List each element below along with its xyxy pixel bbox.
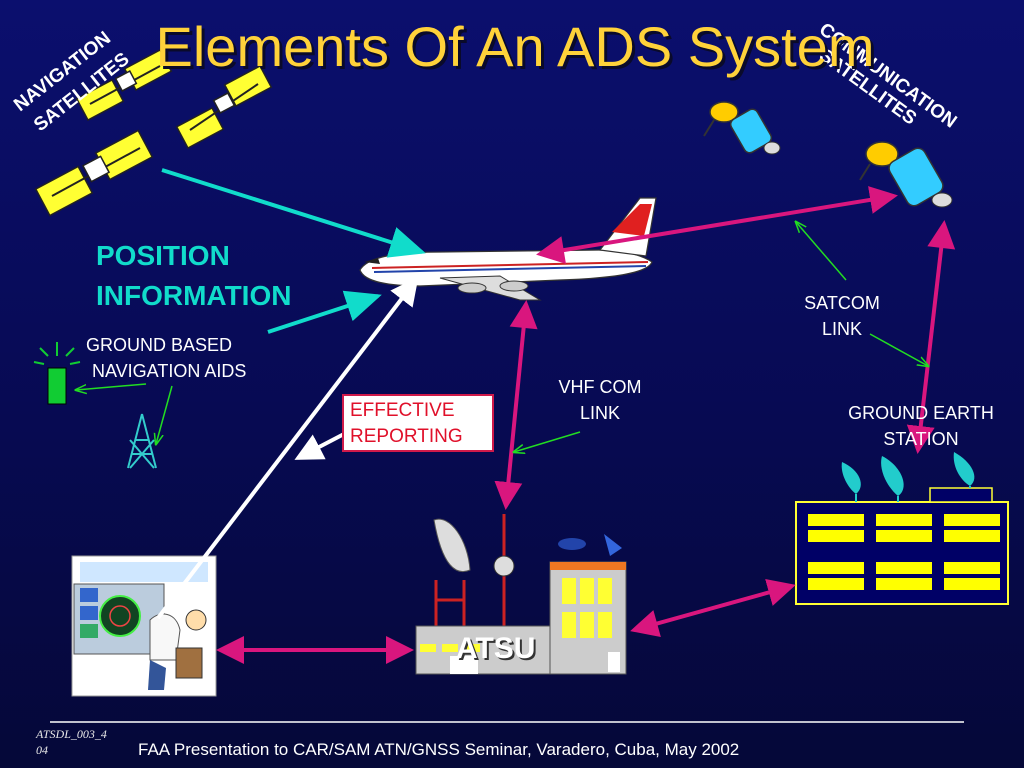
nav-satellite-1-icon: [34, 129, 154, 217]
atsu-ground-station-arrow: [630, 578, 796, 638]
nav-satellite-2-icon: [75, 49, 173, 121]
effective-reporting-box: EFFECTIVE REPORTING: [342, 394, 494, 452]
vhf-link-arrow: [494, 300, 538, 510]
comm-satellite-2-icon: [859, 141, 953, 208]
ground-nav-aids-label: GROUND BASED NAVIGATION AIDS: [72, 332, 302, 384]
position-information-line1: POSITION: [96, 240, 230, 271]
antenna-tower-icon: [127, 413, 157, 469]
position-arrow-from-satellites: [161, 168, 426, 258]
ground-aid-pointer-1: [76, 383, 147, 390]
satellite-ground-station-arrow: [906, 220, 956, 454]
vhf-com-link-line1: VHF COM: [558, 377, 642, 397]
atsu-label: ATSU: [456, 632, 536, 665]
footer-doc-id: ATSDL_003_4 04: [36, 726, 107, 758]
vhf-pointer: [514, 431, 581, 452]
nav-satellite-3-icon: [175, 65, 273, 149]
satcom-pointer-2: [869, 333, 928, 366]
satcom-link-line1: SATCOM: [804, 293, 880, 313]
slide-title: Elements Of An ADS System: [155, 15, 875, 78]
satcom-link-label: SATCOM LINK: [774, 290, 910, 342]
ground-earth-station-icon: [795, 452, 1009, 605]
position-arrow-from-ground-aids: [267, 290, 382, 334]
ground-earth-station-line1: GROUND EARTH: [848, 403, 994, 423]
position-information-label: POSITION INFORMATION: [96, 236, 291, 316]
effective-reporting-line2: REPORTING: [350, 426, 463, 447]
effective-reporting-line1: EFFECTIVE: [350, 400, 455, 421]
report-arrow-to-aircraft: [156, 276, 419, 620]
airplane-icon: [359, 197, 657, 301]
ground-nav-aids-line2: NAVIGATION AIDS: [92, 361, 247, 381]
comm-satellite-1-icon: [703, 101, 781, 155]
ground-earth-station-line2: STATION: [883, 429, 959, 449]
footer-text: FAA Presentation to CAR/SAM ATN/GNSS Sem…: [138, 740, 740, 759]
ground-nav-aids-line1: GROUND BASED: [86, 335, 233, 355]
satcom-link-arrow: [536, 186, 898, 264]
vhf-com-link-line2: LINK: [579, 403, 621, 423]
effective-reporting-arrow: [294, 432, 345, 460]
footer-doc-id-line2: 04: [36, 743, 48, 757]
position-information-line2: INFORMATION: [96, 280, 292, 311]
atsu-building-icon: [415, 514, 627, 675]
ground-earth-station-label: GROUND EARTH STATION: [818, 400, 1024, 452]
ground-aid-pointer-2: [156, 385, 173, 444]
satcom-pointer: [796, 222, 847, 281]
satcom-link-line2: LINK: [821, 319, 863, 339]
control-room-icon: [71, 555, 217, 697]
footer-doc-id-line1: ATSDL_003_4: [36, 727, 107, 741]
beacon-icon: [33, 342, 81, 405]
vhf-com-link-label: VHF COM LINK: [530, 374, 670, 426]
